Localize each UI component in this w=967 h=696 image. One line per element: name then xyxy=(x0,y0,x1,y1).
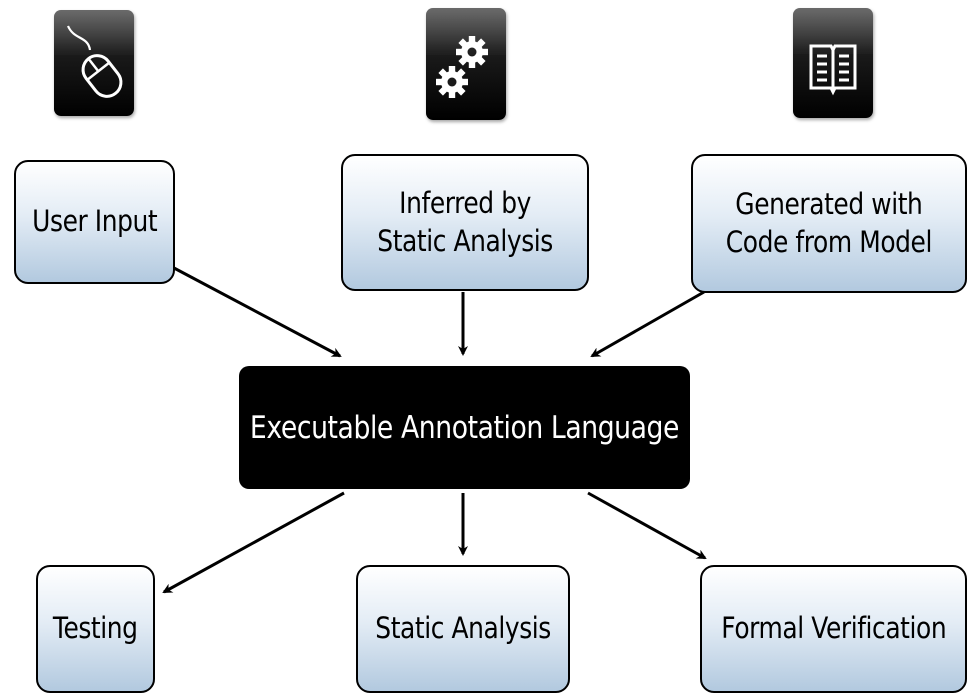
central-node: Executable Annotation Language xyxy=(239,366,690,489)
formal-verification-label: Formal Verification xyxy=(721,611,946,646)
static-inference-box: Inferred by Static Analysis xyxy=(341,154,589,291)
formal-verification-box: Formal Verification xyxy=(700,565,967,693)
arrow-central-to-testing xyxy=(162,491,345,594)
arrow-model-to-central xyxy=(590,290,705,358)
testing-label: Testing xyxy=(53,611,138,646)
model-generation-line2: Code from Model xyxy=(725,224,933,259)
arrow-user-input-to-central xyxy=(173,266,342,358)
model-generation-box: Generated with Code from Model xyxy=(691,154,967,293)
static-inference-line2: Static Analysis xyxy=(377,223,553,258)
static-analysis-label: Static Analysis xyxy=(375,611,551,646)
model-generation-line1: Generated with xyxy=(735,187,923,222)
central-node-label: Executable Annotation Language xyxy=(249,409,680,446)
user-input-box: User Input xyxy=(14,160,175,284)
book-icon xyxy=(793,8,873,118)
static-inference-line1: Inferred by xyxy=(399,186,531,221)
testing-box: Testing xyxy=(36,565,155,693)
static-analysis-box: Static Analysis xyxy=(356,565,570,693)
arrow-central-to-formal-verification xyxy=(587,491,707,560)
gears-icon xyxy=(426,8,506,120)
user-input-label: User Input xyxy=(31,204,158,239)
mouse-icon xyxy=(54,10,134,116)
